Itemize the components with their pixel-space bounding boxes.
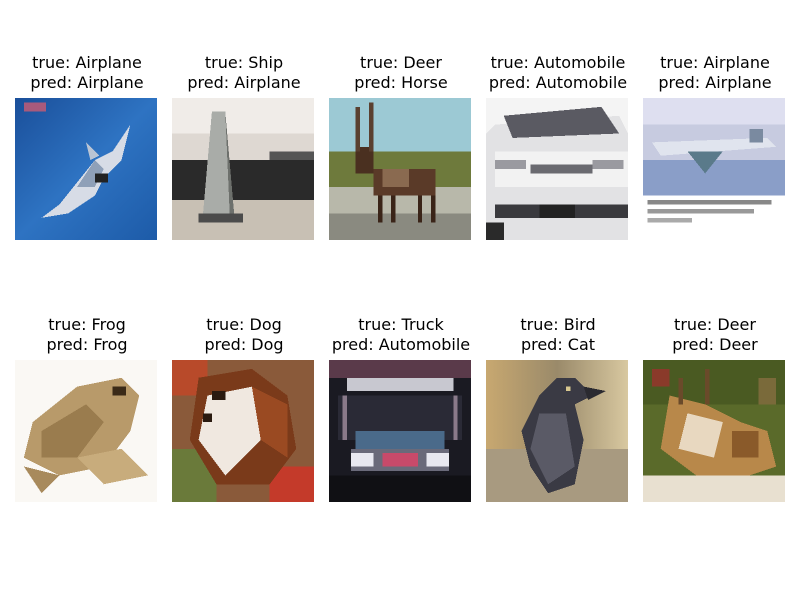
- deer-image: [643, 360, 785, 502]
- true-label: true: Deer: [674, 315, 756, 334]
- deer-image: [329, 98, 471, 240]
- true-label: true: Frog: [48, 315, 126, 334]
- grid-cell: true: Ship pred: Airplane: [165, 53, 323, 93]
- pred-label: pred: Airplane: [658, 73, 772, 92]
- grid-cell: true: Bird pred: Cat: [479, 315, 637, 355]
- caption: true: Automobile pred: Automobile: [473, 53, 643, 93]
- true-label: true: Dog: [206, 315, 282, 334]
- pred-label: pred: Cat: [520, 335, 596, 354]
- truck-image: [329, 360, 471, 502]
- pred-label: pred: Dog: [204, 335, 284, 354]
- true-label: true: Ship: [204, 53, 284, 72]
- grid-cell: true: Deer pred: Deer: [636, 315, 794, 355]
- true-label: true: Airplane: [660, 53, 770, 72]
- caption: true: Airplane pred: Airplane: [630, 53, 800, 93]
- airplane-image: [15, 98, 157, 240]
- automobile-image: [486, 98, 628, 240]
- grid-cell: true: Deer pred: Horse: [322, 53, 480, 93]
- pred-label: pred: Deer: [672, 335, 758, 354]
- grid-cell: true: Frog pred: Frog: [8, 315, 166, 355]
- pred-label: pred: Horse: [354, 73, 448, 92]
- ship-image: [172, 98, 314, 240]
- true-label: true: Airplane: [32, 53, 142, 72]
- grid-cell: true: Airplane pred: Airplane: [636, 53, 794, 93]
- bird-image: [486, 360, 628, 502]
- true-label: true: Truck: [358, 315, 444, 334]
- pred-label: pred: Automobile: [488, 73, 628, 92]
- pred-label: pred: Automobile: [331, 335, 471, 354]
- dog-image: [172, 360, 314, 502]
- caption: true: Frog pred: Frog: [2, 315, 172, 355]
- frog-image: [15, 360, 157, 502]
- caption: true: Deer pred: Deer: [630, 315, 800, 355]
- grid-cell: true: Dog pred: Dog: [165, 315, 323, 355]
- airplane-image: [643, 98, 785, 240]
- caption: true: Truck pred: Automobile: [316, 315, 486, 355]
- pred-label: pred: Airplane: [30, 73, 144, 92]
- caption: true: Dog pred: Dog: [159, 315, 329, 355]
- true-label: true: Automobile: [490, 53, 626, 72]
- pred-label: pred: Frog: [46, 335, 128, 354]
- caption: true: Bird pred: Cat: [473, 315, 643, 355]
- caption: true: Airplane pred: Airplane: [2, 53, 172, 93]
- grid-cell: true: Truck pred: Automobile: [322, 315, 480, 355]
- caption: true: Deer pred: Horse: [316, 53, 486, 93]
- true-label: true: Bird: [520, 315, 596, 334]
- pred-label: pred: Airplane: [187, 73, 301, 92]
- caption: true: Ship pred: Airplane: [159, 53, 329, 93]
- true-label: true: Deer: [360, 53, 442, 72]
- grid-cell: true: Airplane pred: Airplane: [8, 53, 166, 93]
- grid-cell: true: Automobile pred: Automobile: [479, 53, 637, 93]
